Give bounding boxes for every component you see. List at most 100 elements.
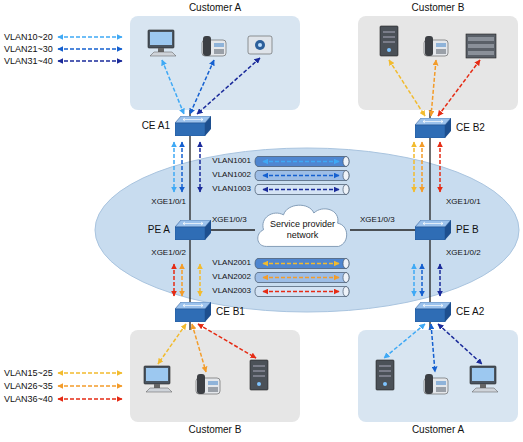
switch-node: CE B2 (415, 118, 451, 138)
node-label: PE A (148, 224, 170, 236)
drawing-part (263, 189, 339, 191)
drawing-part (150, 52, 176, 56)
drawing-part (175, 227, 205, 240)
drawing-part (470, 366, 496, 384)
drawing-part (144, 366, 170, 384)
node-label: VLAN2001 (212, 258, 251, 268)
customer-site: Customer A (130, 16, 300, 110)
drawing-part (183, 304, 203, 307)
vlan-range: VLAN10~20 (4, 32, 53, 43)
drawing-part (424, 374, 448, 394)
drawing-part (468, 44, 494, 48)
switch-icon (415, 302, 451, 322)
drawing-part (258, 205, 347, 246)
drawing-part (181, 142, 183, 192)
drawing-part (214, 43, 224, 47)
drawing-part (58, 398, 122, 400)
drawing-part (439, 264, 441, 296)
drawing-part (343, 287, 349, 297)
switch-node: CE A1 (175, 116, 211, 136)
customer-site: Customer A (358, 330, 518, 422)
drawing-part (376, 360, 394, 390)
customer-site: Customer B (130, 330, 300, 422)
node-label: VLAN2002 (212, 272, 251, 282)
provider-region (95, 148, 519, 312)
drawing-part (423, 120, 443, 123)
vlan-tunnel: VLAN1001 (255, 156, 350, 167)
link-line (211, 229, 255, 230)
drawing-part (413, 264, 415, 296)
node-label: CE B1 (216, 306, 245, 318)
drawing-part (158, 324, 186, 364)
drawing-part (202, 36, 226, 56)
drawing-part (248, 36, 272, 54)
drawing-part (150, 32, 172, 45)
drawing-part (173, 264, 175, 296)
drawing-part (421, 142, 423, 192)
drawing-part (468, 51, 494, 55)
drawing-part (154, 384, 160, 388)
switch-icon (175, 220, 211, 240)
drawing-part (258, 43, 262, 47)
drawing-part (175, 302, 211, 309)
drawing-part (380, 26, 398, 56)
drawing-part (253, 376, 265, 377)
drawing-part (379, 371, 391, 372)
node-label: CE A2 (456, 306, 484, 318)
customer-site: Customer B (358, 16, 518, 110)
node-label: PE B (456, 224, 479, 236)
drawing-part (255, 259, 349, 269)
drawing-part (214, 49, 224, 54)
drawing-part (263, 161, 339, 163)
drawing-part (445, 220, 451, 240)
drawing-part (173, 142, 175, 192)
drawing-part (58, 36, 122, 38)
drawing-part (205, 302, 211, 322)
drawing-part (208, 381, 218, 385)
site-devices (358, 16, 518, 110)
drawing-part (466, 34, 496, 58)
drawing-part (383, 382, 387, 386)
drawing-part (253, 366, 265, 367)
switch-node: CE B1 (175, 302, 211, 322)
drawing-part (445, 118, 451, 138)
tunnel-shape (255, 258, 350, 269)
port-label: XGE1/0/2 (151, 248, 186, 258)
drawing-part (263, 263, 339, 265)
drawing-part (255, 287, 349, 297)
drawing-part (148, 30, 176, 56)
node-label: Customer B (358, 2, 518, 14)
port-label: XGE1/0/1 (151, 197, 186, 207)
drawing-part (263, 175, 339, 177)
drawing-part (423, 222, 443, 225)
node-label: CE A1 (142, 120, 170, 132)
drawing-part (197, 58, 260, 114)
drawing-part (383, 37, 395, 38)
drawing-part (58, 60, 122, 62)
vlan-range: VLAN26~35 (4, 381, 53, 392)
drawing-part (255, 273, 349, 283)
vlan-range: VLAN21~30 (4, 44, 53, 55)
port-label: XGE1/0/3 (212, 215, 247, 225)
drawing-part (255, 171, 349, 181)
drawing-part (436, 43, 446, 47)
drawing-part (175, 309, 205, 322)
drawing-part (424, 36, 448, 56)
port-label: XGE1/0/3 (360, 215, 395, 225)
vlan-range: VLAN31~40 (4, 56, 53, 67)
drawing-part (438, 324, 482, 364)
node-label: VLAN1001 (212, 156, 251, 166)
drawing-part (436, 49, 446, 54)
vlan-range: VLAN15~25 (4, 368, 53, 379)
drawing-part (198, 324, 256, 358)
drawing-part (208, 387, 218, 392)
link-line (189, 322, 190, 330)
drawing-part (181, 264, 183, 296)
drawing-part (472, 388, 498, 392)
vlan-tunnel: VLAN1003 (255, 184, 350, 195)
drawing-part (205, 220, 211, 240)
drawing-part (470, 366, 498, 392)
link-line (350, 229, 415, 230)
drawing-part (413, 142, 415, 192)
tunnel-shape (255, 170, 350, 181)
